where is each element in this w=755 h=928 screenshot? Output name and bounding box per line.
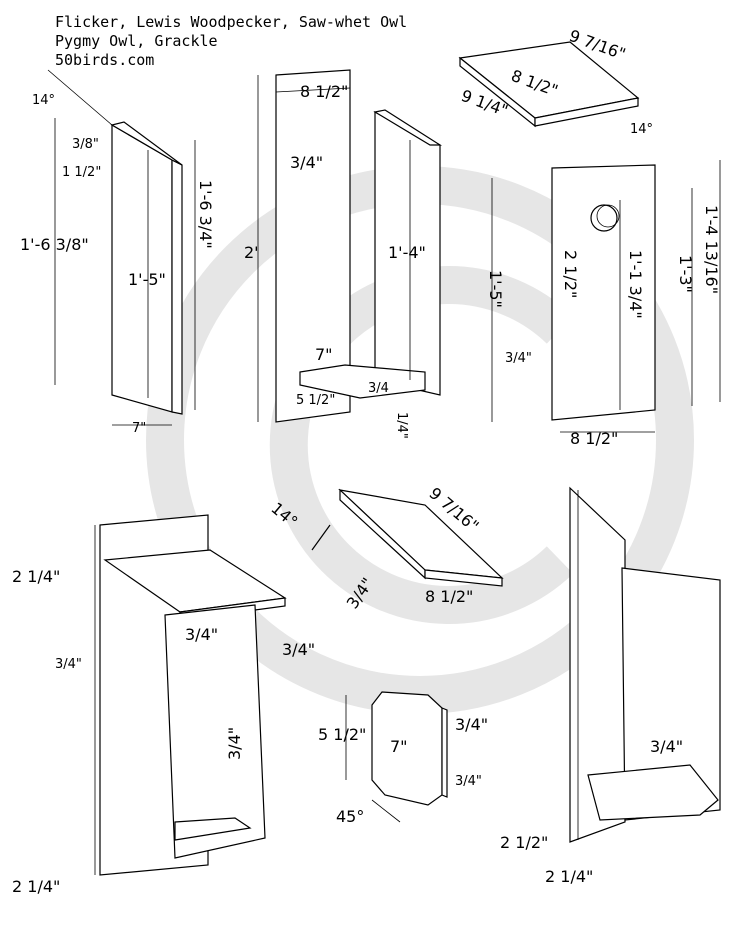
asmback-dim-floor: 3/4" xyxy=(650,737,683,756)
asm-dim-bottom: 2 1/4" xyxy=(12,877,60,896)
assembly-back-view: 3/4" 2 1/2" 2 1/4" xyxy=(500,486,721,886)
roof-angle-view: 14° 9 7/16" 3/4" 8 1/2" xyxy=(267,484,504,612)
asm-dim-side: 3/4" xyxy=(55,657,82,672)
front-dim-height-right: 1'-4 13/16" xyxy=(702,205,721,294)
side-dim-height-mid: 1'-5" xyxy=(128,270,166,289)
roof-view: 9 7/16" 8 1/2" 9 1/4" xyxy=(458,26,640,128)
front-panel-view: 14° 2 1/2" 1'-1 3/4" 1'-5" 1'-3" 1'-4 13… xyxy=(486,122,721,448)
title-line-1: Flicker, Lewis Woodpecker, Saw-whet Owl xyxy=(55,13,407,31)
asm-dim-right: 3/4" xyxy=(282,640,315,659)
back-dim-gap: 1/4" xyxy=(394,412,409,439)
floor-dim-width: 7" xyxy=(390,737,408,756)
front-dim-angle: 14° xyxy=(630,122,653,137)
floor-dim-thick-right: 3/4" xyxy=(455,715,488,734)
back-dim-floor-width: 7" xyxy=(315,345,333,364)
back-dim-thickness: 3/4" xyxy=(290,153,323,172)
assembly-view: 2 1/4" 3/4" 3/4" 3/4" 3/4" 2 1/4" xyxy=(12,514,315,896)
front-dim-height-inner: 1'-3" xyxy=(676,255,695,293)
asmback-dim-mid: 2 1/2" xyxy=(500,833,548,852)
asm-dim-floor: 3/4" xyxy=(225,727,244,760)
floor-dim-thick-bottom: 3/4" xyxy=(455,774,482,789)
front-dim-width: 8 1/2" xyxy=(570,429,618,448)
asm-dim-top: 2 1/4" xyxy=(12,567,60,586)
floor-dim-angle: 45° xyxy=(336,807,364,826)
side-dim-top: 3/8" xyxy=(72,137,99,152)
back-dim-height-inner: 1'-4" xyxy=(388,243,426,262)
title-line-3: 50birds.com xyxy=(55,51,154,69)
side-panel-view: 14° 3/8" 1 1/2" 1'-6 3/8" 1'-5" 1'-6 3/4… xyxy=(20,69,215,436)
title-line-2: Pygmy Owl, Grackle xyxy=(55,32,218,50)
side-dim-angle: 14° xyxy=(32,93,55,108)
back-panel-view: 8 1/2" 3/4" 2' 1'-4" 7" 5 1/2" 3/4 1/4" xyxy=(244,69,443,439)
front-dim-hole-height: 1'-1 3/4" xyxy=(626,250,645,319)
back-dim-floor-thick: 3/4 xyxy=(368,381,389,396)
side-dim-height-right: 1'-6 3/4" xyxy=(196,180,215,249)
front-dim-height-left: 1'-5" xyxy=(486,270,505,308)
side-dim-offset: 1 1/2" xyxy=(62,165,101,180)
back-dim-height: 2' xyxy=(244,243,259,262)
back-dim-width: 8 1/2" xyxy=(300,82,348,101)
floor-dim-depth: 5 1/2" xyxy=(318,725,366,744)
asm-dim-roof-thick: 3/4" xyxy=(185,625,218,644)
back-dim-floor-depth: 5 1/2" xyxy=(296,393,335,408)
side-dim-width: 7" xyxy=(132,421,146,436)
floor-view: 5 1/2" 7" 3/4" 3/4" 45° xyxy=(318,691,488,826)
side-dim-height-left: 1'-6 3/8" xyxy=(20,235,89,254)
asmback-dim-bottom: 2 1/4" xyxy=(545,867,593,886)
roofangle-dim-width: 8 1/2" xyxy=(425,587,473,606)
front-dim-thickness: 3/4" xyxy=(505,351,532,366)
front-dim-hole: 2 1/2" xyxy=(561,250,580,298)
